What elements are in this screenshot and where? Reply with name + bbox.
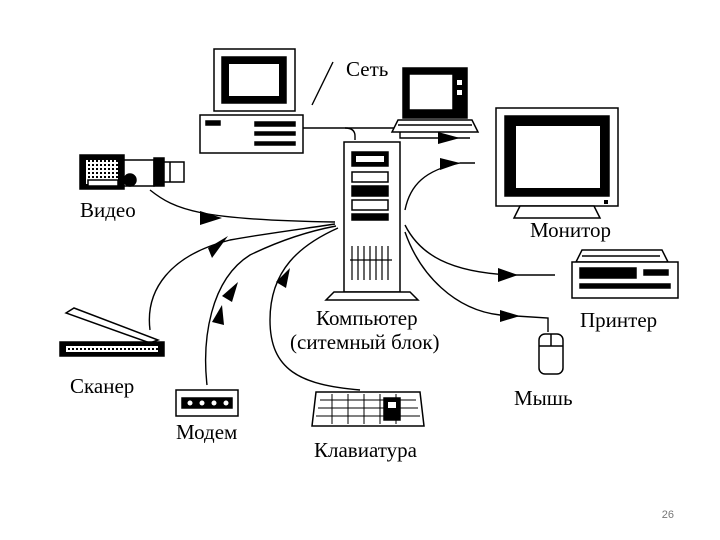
label-printer: Принтер xyxy=(580,308,658,332)
tower-vent-slots xyxy=(350,246,392,280)
cable-modem xyxy=(204,225,337,386)
label-mouse: Мышь xyxy=(514,386,573,410)
keyboard-device xyxy=(311,391,425,427)
cable-mouse xyxy=(404,231,549,332)
cable-video xyxy=(149,189,336,223)
label-scanner: Сканер xyxy=(70,374,135,398)
network-desktop-computer xyxy=(199,48,304,154)
modem-device xyxy=(175,389,239,417)
cable-keyboard xyxy=(269,227,361,391)
label-network: Сеть xyxy=(346,57,389,81)
label-modem: Модем xyxy=(176,420,238,444)
system-unit-tower xyxy=(324,141,420,301)
arrow-printer xyxy=(498,268,518,282)
arrow-modem-lower xyxy=(212,305,224,325)
label-computer-line1: Компьютер xyxy=(316,306,418,330)
arrow-keyboard xyxy=(276,268,290,288)
cable-laptop-computer xyxy=(399,132,470,139)
label-keyboard: Клавиатура xyxy=(314,438,417,462)
arrow-mouse xyxy=(500,310,520,322)
arrow-scanner xyxy=(208,236,228,258)
printer-device xyxy=(571,249,679,299)
cable-network-note xyxy=(311,61,334,106)
page-number: 26 xyxy=(661,509,674,521)
label-video: Видео xyxy=(80,198,136,222)
arrow-video xyxy=(200,211,222,225)
arrow-modem xyxy=(222,282,238,302)
arrowheads xyxy=(200,132,520,325)
label-monitor: Монитор xyxy=(530,218,612,242)
cable-monitor xyxy=(404,162,475,211)
cable-scanner xyxy=(148,223,336,331)
laptop-computer xyxy=(390,67,480,133)
arrow-monitor xyxy=(440,158,460,170)
monitor-display xyxy=(495,107,619,219)
video-camera xyxy=(79,154,185,190)
scanner-device xyxy=(59,307,165,357)
mouse-device xyxy=(538,333,564,375)
arrow-laptop-link xyxy=(438,132,460,144)
label-computer-line2: (ситемный блок) xyxy=(290,330,440,354)
